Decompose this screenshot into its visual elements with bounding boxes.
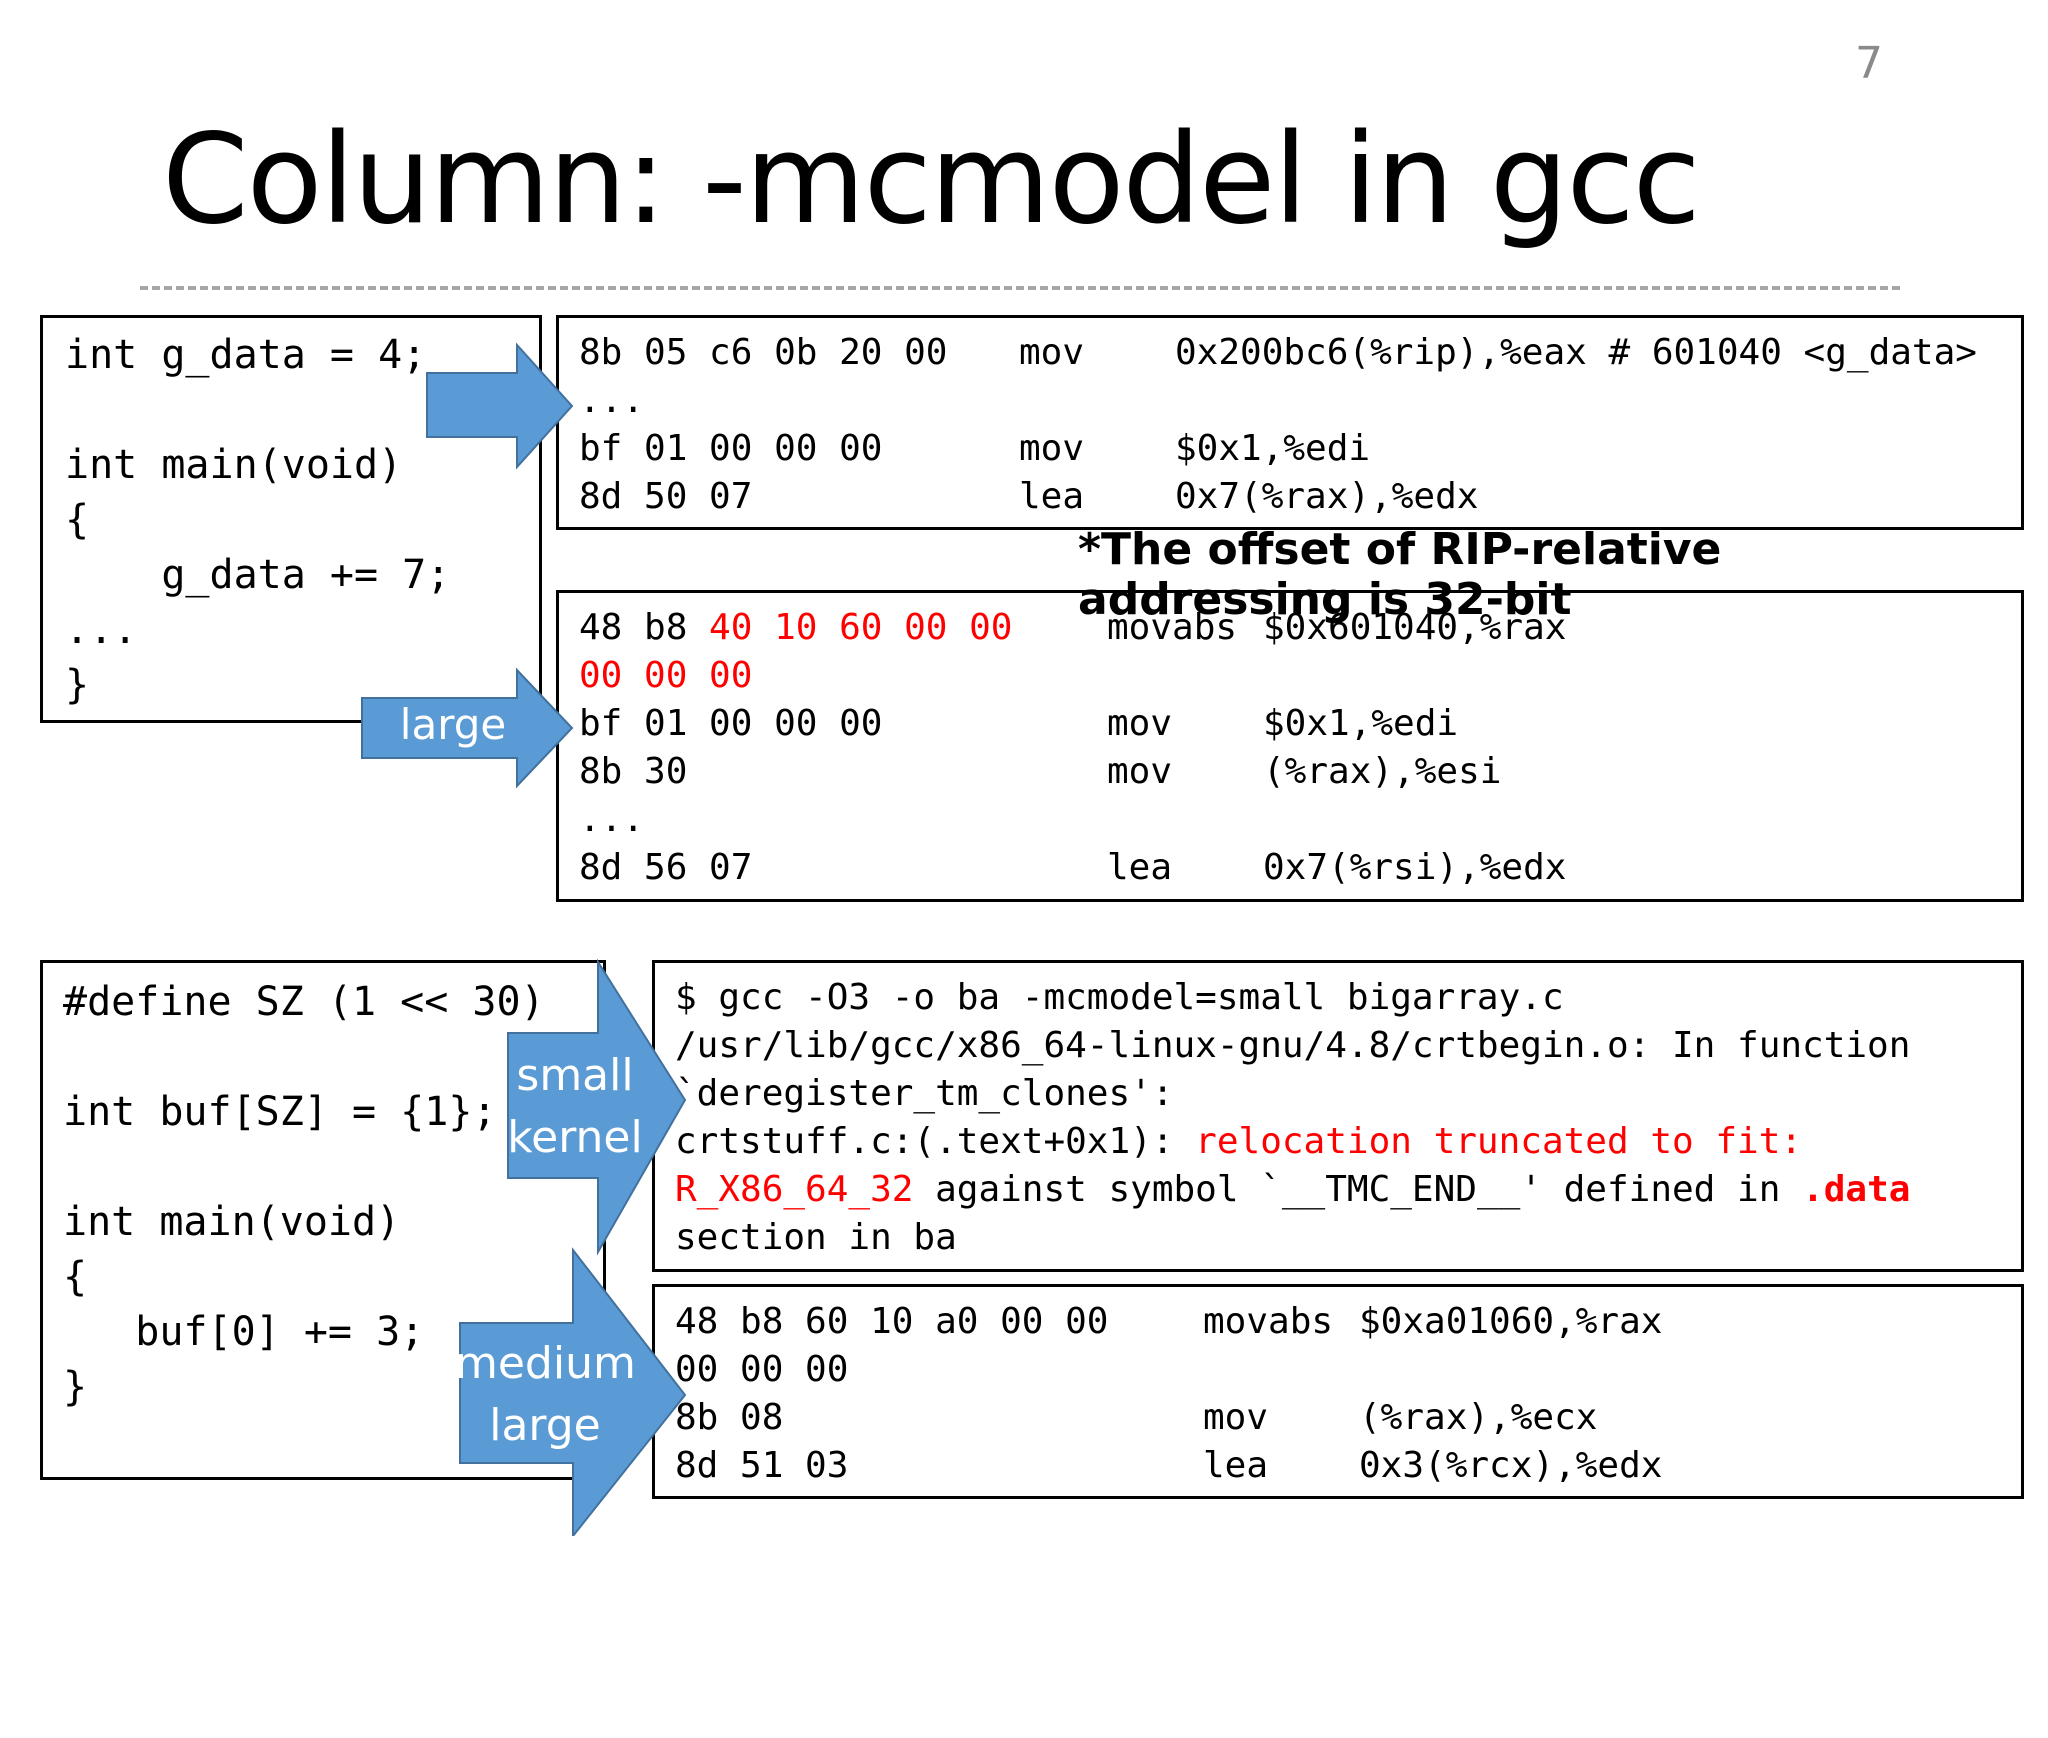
asm-args: $0x1,%edi <box>1175 428 1371 469</box>
asm-bytes: 8b 30 <box>579 751 688 792</box>
default-model-asm-box: 8b 05 c6 0b 20 00 mov 0x200bc6(%rip),%ea… <box>556 315 2024 530</box>
code-line: g_data += 7; <box>65 552 451 598</box>
output-line: `deregister_tm_clones': <box>675 1073 1174 1114</box>
asm-args: $0x1,%edi <box>1263 703 1459 744</box>
rip-offset-note: *The offset of RIP-relative addressing i… <box>1078 524 1722 625</box>
large-arrow-label-2: large <box>489 1400 601 1451</box>
large-model-asm-box: 48 b8 40 10 60 00 00 movabs $0x601040,%r… <box>556 590 2024 902</box>
output-line: crtstuff.c:(.text+0x1): relocation trunc… <box>675 1121 1802 1162</box>
asm-bytes: bf 01 00 00 00 <box>579 703 883 744</box>
relocation-type-text: R_X86_64_32 <box>675 1169 914 1210</box>
code-line: int buf[SZ] = {1}; <box>63 1089 497 1135</box>
asm-bytes-plain: 48 b8 <box>579 607 710 648</box>
small-arrow-label: small <box>516 1050 634 1101</box>
asm-op: mov <box>1107 703 1173 744</box>
code-line: int g_data = 4; <box>65 332 427 378</box>
output-text: against symbol `__TMC_END__' defined in <box>913 1169 1803 1210</box>
asm-bytes: 8d 51 03 <box>675 1445 849 1486</box>
code-line: { <box>63 1254 88 1300</box>
medium-model-asm-box: 48 b8 60 10 a0 00 00 movabs $0xa01060,%r… <box>652 1284 2024 1499</box>
slide-number: 7 <box>1855 38 1883 89</box>
asm-args: (%rax),%ecx <box>1359 1397 1598 1438</box>
code-line: #define SZ (1 << 30) <box>63 979 545 1025</box>
asm-args: 0x7(%rsi),%edx <box>1263 847 1567 888</box>
kernel-arrow-label: kernel <box>507 1112 643 1163</box>
asm-bytes-address: 00 00 00 <box>579 655 753 696</box>
code-line: } <box>65 662 90 708</box>
asm-bytes: 8b 08 <box>675 1397 784 1438</box>
asm-op: movabs <box>1203 1301 1334 1342</box>
default-model-arrow <box>426 342 574 470</box>
section-name-text: .data <box>1802 1169 1911 1210</box>
asm-op: lea <box>1107 847 1173 888</box>
output-text: crtstuff.c:(.text+0x1): <box>675 1121 1196 1162</box>
code-line: buf[0] += 3; <box>63 1309 425 1355</box>
code-line: ... <box>65 607 138 653</box>
asm-bytes: ... <box>579 799 645 840</box>
asm-args: 0x200bc6(%rip),%eax # 601040 <g_data> <box>1175 332 1977 373</box>
asm-bytes: ... <box>579 380 645 421</box>
asm-op: mov <box>1019 428 1085 469</box>
asm-op: movabs <box>1107 607 1238 648</box>
asm-bytes: 8d 50 07 <box>579 476 753 517</box>
medium-arrow-label: medium <box>455 1338 636 1389</box>
relocation-error-text: relocation truncated to fit: <box>1195 1121 1803 1162</box>
output-line: R_X86_64_32 against symbol `__TMC_END__'… <box>675 1169 1910 1210</box>
arrows-layer <box>361 342 687 1536</box>
asm-op: lea <box>1203 1445 1269 1486</box>
asm-op: mov <box>1019 332 1085 373</box>
asm-op: mov <box>1203 1397 1269 1438</box>
asm-bytes: 48 b8 60 10 a0 00 00 <box>675 1301 1109 1342</box>
gcc-error-output-box: $ gcc -O3 -o ba -mcmodel=small bigarray.… <box>652 960 2024 1272</box>
asm-bytes-address: 40 10 60 00 00 <box>709 607 1013 648</box>
asm-args: 0x7(%rax),%edx <box>1175 476 1479 517</box>
output-line: section in ba <box>675 1217 957 1258</box>
small-kernel-arrow <box>507 958 687 1256</box>
asm-bytes: 8d 56 07 <box>579 847 753 888</box>
large-arrow-label: large <box>399 700 507 749</box>
code-line: { <box>65 497 90 543</box>
slide-title: Column: -mcmodel in gcc <box>162 108 1701 252</box>
large-model-arrow <box>361 667 574 789</box>
asm-args: (%rax),%esi <box>1263 751 1502 792</box>
asm-op: mov <box>1107 751 1173 792</box>
asm-op: lea <box>1019 476 1085 517</box>
code-line: } <box>63 1364 88 1410</box>
asm-bytes: 8b 05 c6 0b 20 00 <box>579 332 948 373</box>
title-divider <box>140 286 1900 290</box>
code-line: int main(void) <box>63 1199 401 1245</box>
asm-bytes: 48 b8 40 10 60 00 00 <box>579 607 1012 648</box>
asm-args: $0xa01060,%rax <box>1359 1301 1663 1342</box>
output-line: /usr/lib/gcc/x86_64-linux-gnu/4.8/crtbeg… <box>675 1025 1911 1066</box>
code-line: int main(void) <box>65 442 403 488</box>
output-line: $ gcc -O3 -o ba -mcmodel=small bigarray.… <box>675 977 1564 1018</box>
asm-bytes: 00 00 00 <box>675 1349 849 1390</box>
medium-large-arrow <box>459 1247 687 1536</box>
asm-args: $0x601040,%rax <box>1263 607 1567 648</box>
asm-args: 0x3(%rcx),%edx <box>1359 1445 1663 1486</box>
asm-bytes: bf 01 00 00 00 <box>579 428 883 469</box>
